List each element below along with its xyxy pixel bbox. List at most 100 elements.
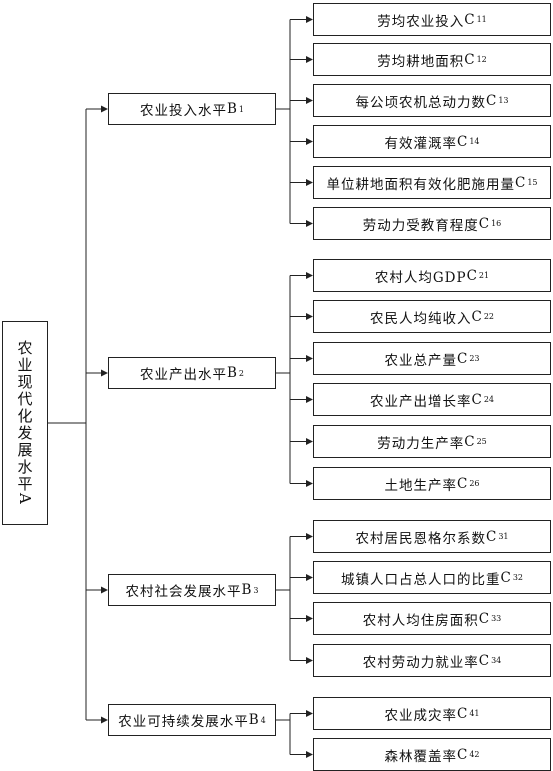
node-label: 城镇人口占总人口的比重: [340, 571, 501, 588]
node-label: 农业总产量: [384, 352, 457, 369]
arrow-head: [306, 657, 313, 664]
node-code: C: [500, 569, 512, 586]
node-subscript: 22: [483, 312, 495, 321]
node-label: 有效灌溉率: [384, 135, 457, 152]
arrow-head: [101, 369, 108, 377]
node-code: B: [248, 712, 260, 728]
arrow-head: [306, 16, 313, 23]
node-subscript: 16: [491, 219, 502, 228]
node-code: B: [226, 101, 238, 117]
node-label: 农村居民恩格尔系数: [355, 530, 486, 547]
node-subscript: 25: [476, 437, 487, 446]
arrow-head: [306, 480, 313, 487]
node-subscript: 34: [491, 656, 502, 665]
node-subscript: 26: [469, 479, 480, 488]
node-code: C: [514, 174, 527, 191]
node-code: C: [456, 746, 469, 763]
node-code: C: [464, 11, 476, 28]
node-label: 农村人均GDP: [374, 269, 467, 286]
arrow-head: [306, 751, 313, 758]
node-label: 劳均农业投入: [377, 13, 465, 30]
node-subscript: 33: [491, 614, 502, 623]
node-subscript: 21: [478, 271, 490, 280]
node-subscript: 4: [260, 715, 266, 725]
arrow-head: [306, 396, 313, 403]
node-label: 农业成灾率: [384, 707, 457, 724]
arrow-head: [306, 313, 313, 320]
node-label: 每公顷农机总动力数: [355, 94, 486, 111]
node-code: C: [485, 92, 498, 109]
node-label: 劳动力受教育程度: [362, 217, 479, 234]
node-code: C: [471, 391, 483, 408]
node-subscript: 24: [483, 395, 495, 404]
node-label: 森林覆盖率: [384, 748, 457, 765]
arrow-head: [101, 716, 108, 724]
node-code: C: [464, 51, 476, 68]
node-subscript: 15: [527, 178, 538, 187]
node-code: C: [456, 133, 469, 150]
node-label: 劳均耕地面积: [377, 53, 465, 70]
node-code: B: [226, 365, 238, 381]
node-label: 劳动力生产率: [377, 435, 465, 452]
arrow-head: [306, 533, 313, 540]
node-code: C: [478, 610, 491, 627]
node-code: B: [241, 582, 253, 598]
node-code: C: [466, 267, 478, 284]
arrow-head: [306, 138, 313, 145]
arrow-head: [306, 220, 313, 227]
arrow-head: [306, 438, 313, 445]
node-subscript: 31: [498, 532, 509, 541]
node-subscript: 23: [469, 354, 480, 363]
node-subscript: 41: [469, 709, 480, 718]
node-subscript: 32: [512, 573, 524, 582]
node-code: C: [464, 433, 476, 450]
node-label: 农村劳动力就业率: [362, 654, 479, 671]
node-label: 农业可持续发展水平: [118, 714, 249, 730]
node-label: 农业产出水平: [139, 367, 227, 383]
node-subscript: 11: [476, 15, 487, 24]
node-subscript: 2: [238, 368, 244, 378]
node-code: C: [456, 350, 469, 367]
arrow-head: [306, 710, 313, 717]
node-label: 土地生产率: [384, 477, 457, 494]
node-code: C: [478, 652, 491, 669]
node-code: C: [456, 475, 469, 492]
node-code: C: [471, 308, 483, 325]
node-subscript: 14: [469, 137, 480, 146]
arrow-head: [306, 179, 313, 186]
node-label: 单位耕地面积有效化肥施用量: [326, 176, 515, 193]
node-label: 农业现代化发展水平: [15, 340, 34, 494]
node-code: A: [16, 493, 34, 506]
node-label: 农村社会发展水平: [125, 584, 242, 600]
node-subscript: 12: [476, 55, 487, 64]
arrow-head: [101, 105, 108, 113]
node-label: 农业投入水平: [139, 103, 227, 119]
node-code: C: [456, 705, 469, 722]
node-label: 农民人均纯收入: [369, 310, 472, 327]
node-subscript: 42: [469, 750, 480, 759]
node-subscript: 3: [253, 585, 259, 595]
arrow-head: [306, 272, 313, 279]
arrow-head: [306, 97, 313, 104]
node-label: 农业产出增长率: [369, 393, 472, 410]
node-label: 农村人均住房面积: [362, 612, 479, 629]
